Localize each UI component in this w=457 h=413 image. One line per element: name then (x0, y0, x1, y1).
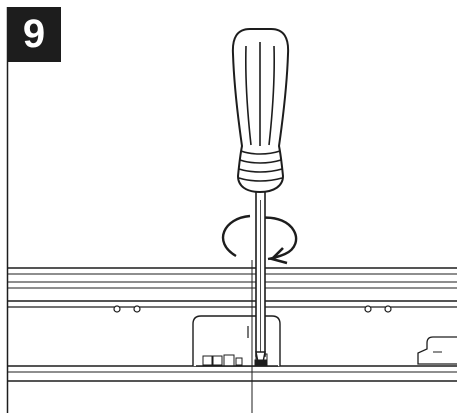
hole-left-2 (133, 305, 141, 313)
right-clip (417, 336, 457, 365)
hole-left-1 (113, 305, 121, 313)
mounting-holes (113, 305, 392, 313)
screw-head (254, 359, 268, 367)
hole-right-1 (364, 305, 372, 313)
rotation-arrow-icon (221, 214, 298, 265)
step-number-badge: 9 (7, 7, 61, 62)
screwdriver-icon (231, 28, 290, 363)
hole-right-2 (384, 305, 392, 313)
rail-assembly (7, 267, 457, 382)
